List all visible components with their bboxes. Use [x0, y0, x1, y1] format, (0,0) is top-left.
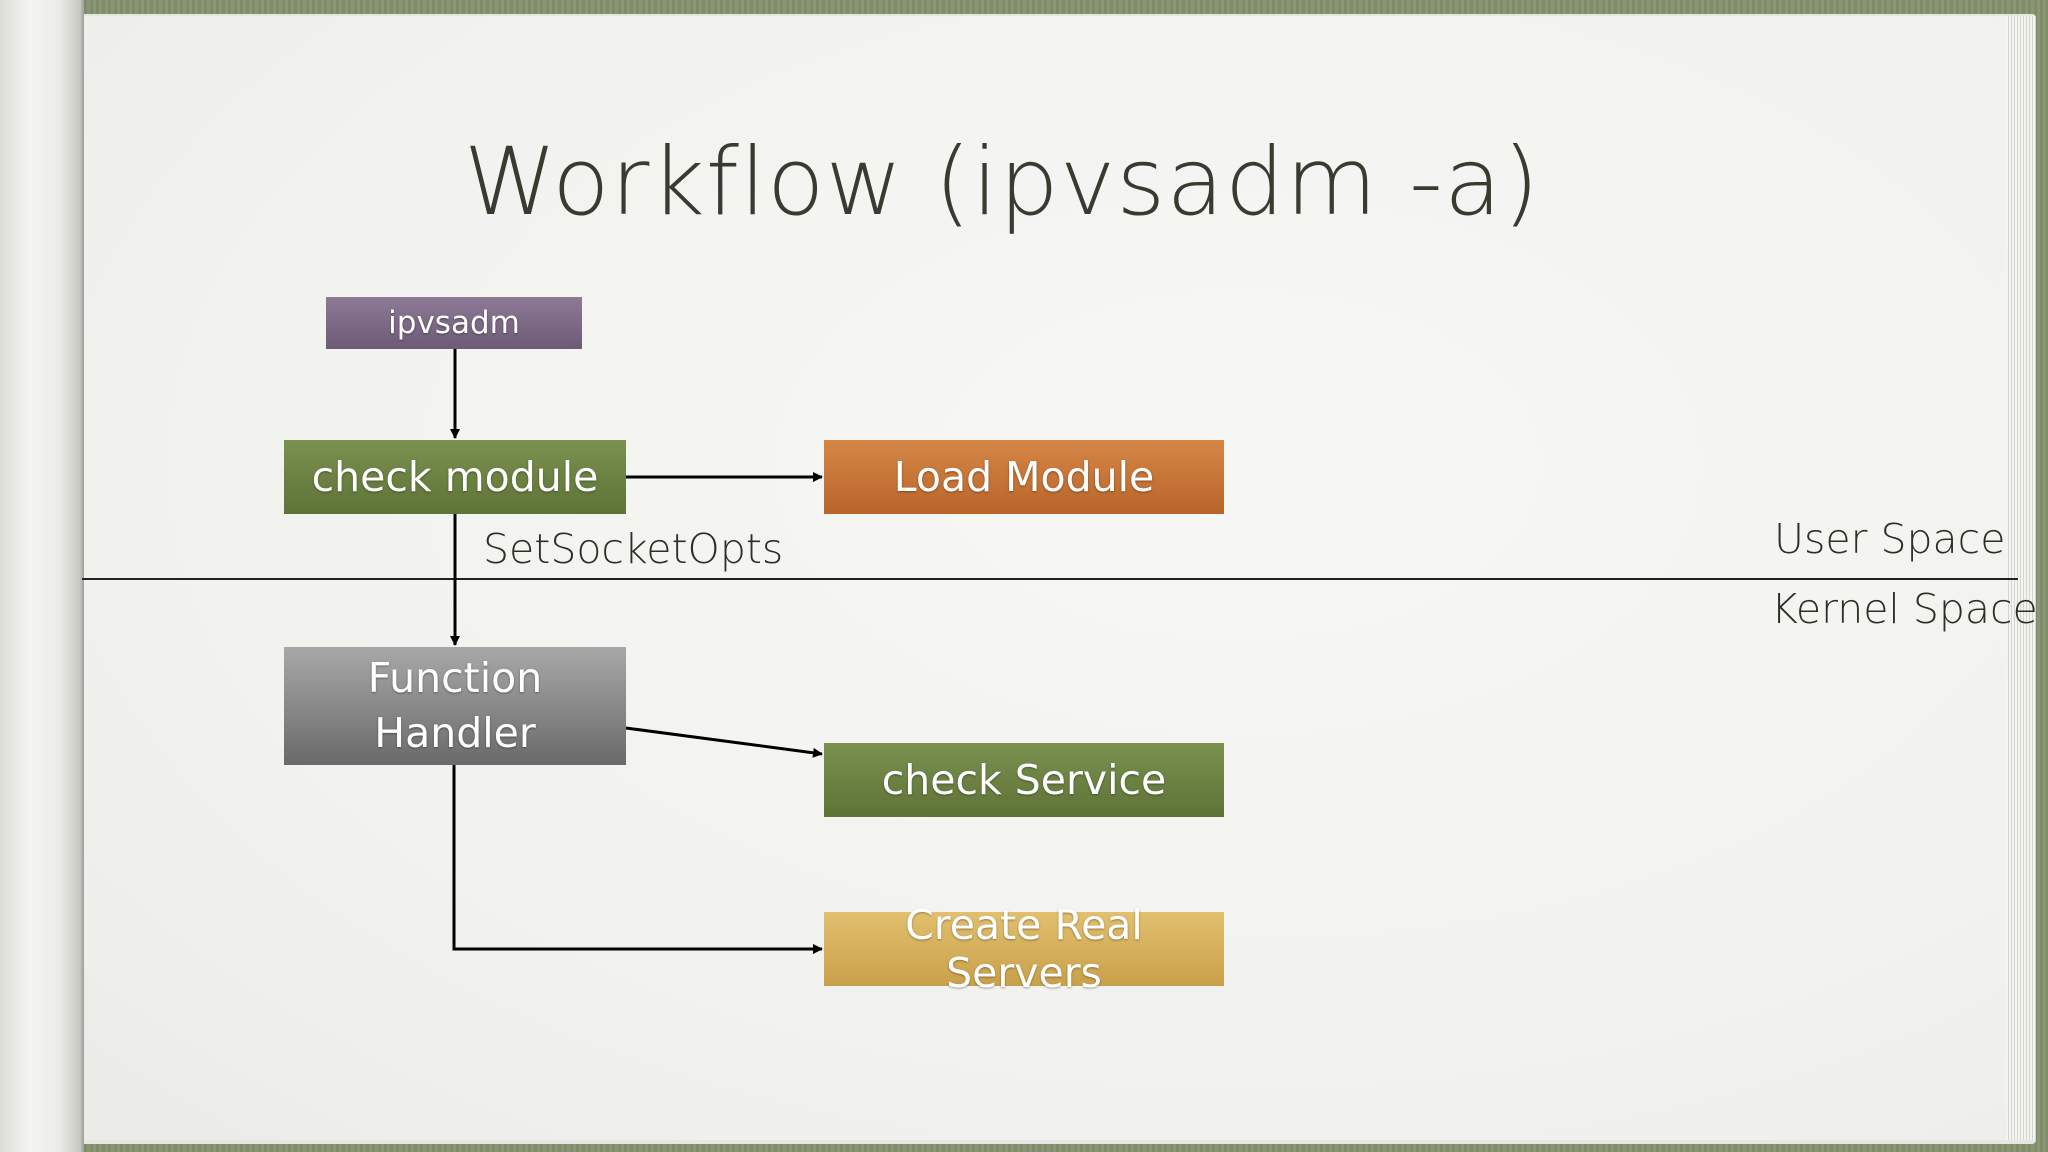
node-ipvsadm-label: ipvsadm [388, 305, 520, 341]
node-function-handler-label-line2: Handler [374, 709, 536, 757]
node-check-module-label: check module [311, 453, 599, 501]
book-spine [0, 0, 84, 1152]
node-ipvsadm: ipvsadm [326, 297, 582, 349]
node-function-handler-label-line1: Function [367, 654, 543, 702]
slide-title: Workflow (ipvsadm -a) [0, 128, 2048, 237]
slide-title-text: Workflow (ipvsadm -a) [463, 128, 1541, 237]
node-check-service: check Service [824, 743, 1224, 817]
node-check-module: check module [284, 440, 626, 514]
node-function-handler: Function Handler [284, 647, 626, 765]
node-check-service-label: check Service [881, 756, 1167, 804]
node-load-module-label: Load Module [893, 453, 1155, 501]
kernel-space-label: Kernel Space [1771, 585, 2038, 633]
node-create-real-servers-label: Create Real Servers [905, 901, 1143, 997]
edge-label-setsocketopts: SetSocketOpts [483, 525, 784, 573]
user-space-label: User Space [1774, 515, 2006, 563]
node-create-real-servers: Create Real Servers [824, 901, 1224, 997]
node-load-module: Load Module [824, 440, 1224, 514]
